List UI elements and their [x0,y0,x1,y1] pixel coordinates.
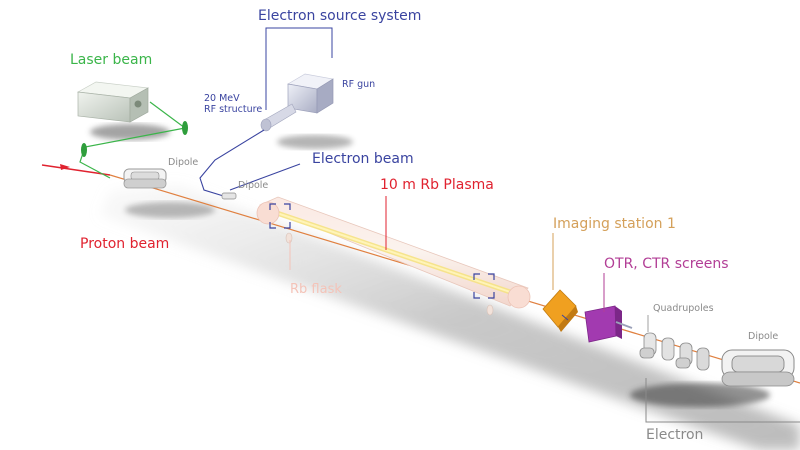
dipole-1-label: Dipole [168,157,199,168]
otr-ctr-screens [584,273,633,343]
plasma-cell [256,196,531,316]
rf-structure [260,103,297,132]
rf-structure-label-line2: RF structure [204,103,263,115]
rf-gun [286,73,334,114]
electron-source-system-label: Electron source system [258,8,422,24]
otr-ctr-label: OTR, CTR screens [604,256,729,272]
rf-gun-label: RF gun [342,79,376,90]
proton-beam-label: Proton beam [80,236,170,252]
electron-leader [645,378,800,423]
dipole-2 [221,192,237,200]
laser-path [79,101,188,179]
dipole-3 [721,349,795,387]
imaging-station [542,233,578,332]
rb-flask-downstream [507,285,531,309]
dipole-3-label: Dipole [748,331,779,342]
rf-structure-label-line1: 20 MeV [204,93,240,104]
rf-structure-label: 20 MeV RF structure [204,93,263,116]
rb-flask-label: Rb flask [290,282,342,297]
dipole-1 [123,168,167,189]
electron-label: Electron [646,427,704,443]
plasma-label: 10 m Rb Plasma [380,177,494,193]
laser-beam-label: Laser beam [70,52,153,68]
imaging-station-label: Imaging station 1 [553,216,676,232]
laser-mirror-2 [81,143,87,157]
electron-source-bracket [265,27,333,110]
dipole-2-label: Dipole [238,180,269,191]
floor-shadow [90,124,800,450]
laser-mirror-1 [182,121,188,135]
electron-beam-line [199,129,301,199]
quadrupoles [639,315,710,371]
rb-flask-upstream [256,201,280,225]
laser-box [76,81,150,123]
electron-beam-label: Electron beam [312,151,414,167]
quadrupoles-label: Quadrupoles [653,303,714,314]
